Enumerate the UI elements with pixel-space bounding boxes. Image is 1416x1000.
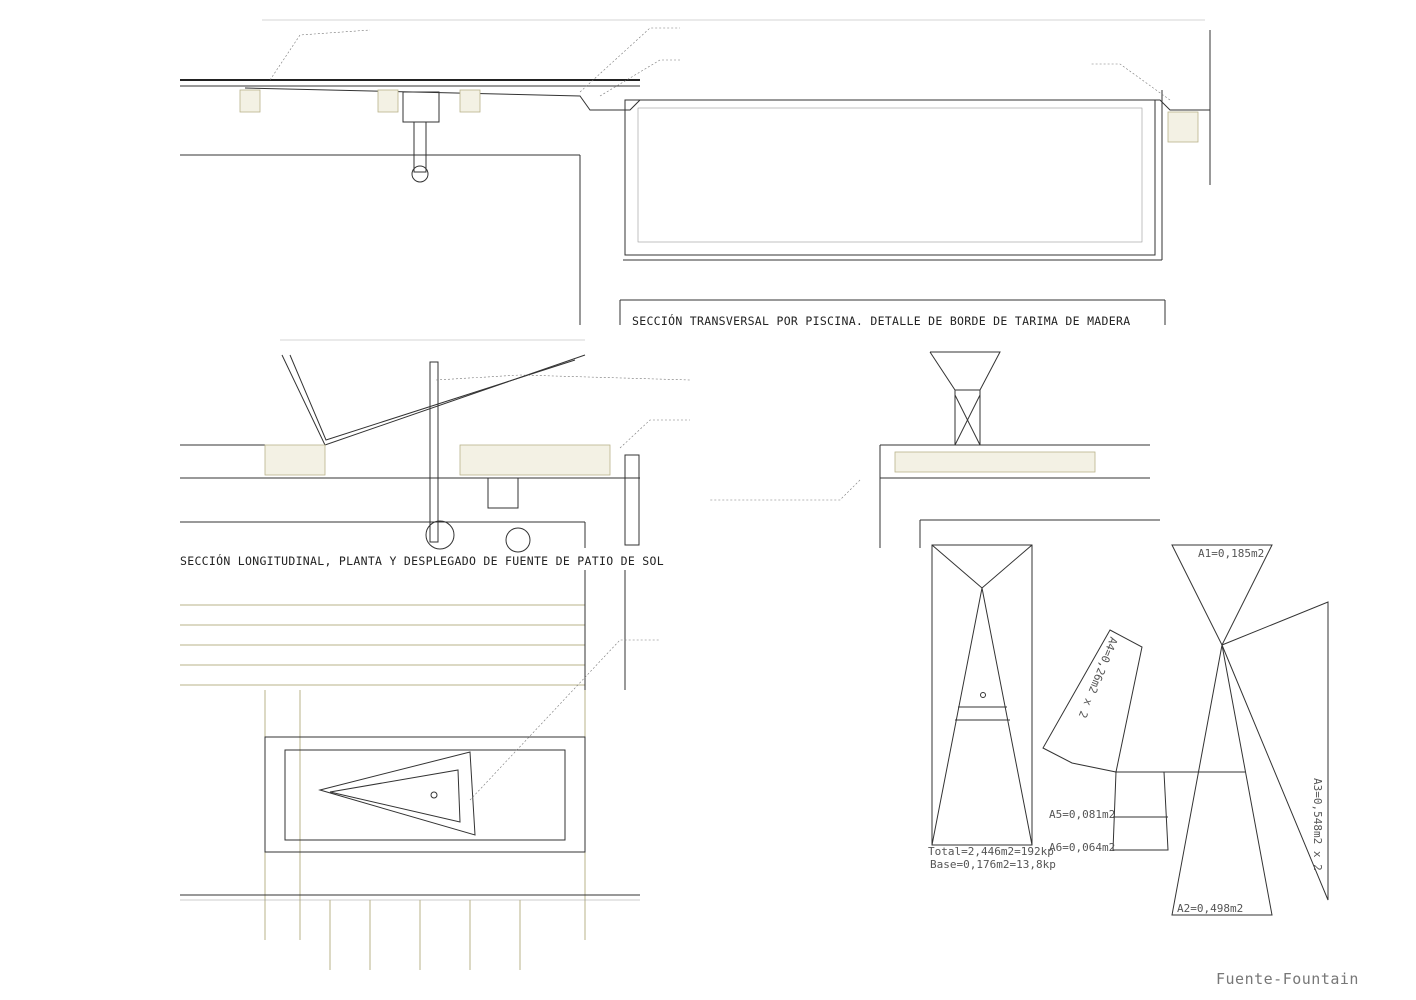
a3-area-label: A3=0,548m2 x 2 xyxy=(1311,778,1324,871)
total-area-label: Total=2,446m2=192kp xyxy=(928,845,1054,858)
pool-section-title: SECCIÓN TRANSVERSAL POR PISCINA. DETALLE… xyxy=(632,314,1131,328)
a5-area-label: A5=0,081m2 xyxy=(1049,808,1116,821)
a1-area-label: A1=0,185m2 xyxy=(1198,547,1265,560)
sheet-footer-label: Fuente-Fountain xyxy=(1216,970,1359,988)
base-area-label: Base=0,176m2=13,8kp xyxy=(930,858,1056,871)
a6-area-label: A6=0,064m2 xyxy=(1049,841,1116,854)
fountain-section-title: SECCIÓN LONGITUDINAL, PLANTA Y DESPLEGAD… xyxy=(180,554,664,568)
a2-area-label: A2=0,498m2 xyxy=(1177,902,1244,915)
fountain-plan xyxy=(180,570,660,970)
fountain-section xyxy=(180,339,1160,553)
fountain-unfolded xyxy=(931,544,1329,916)
pool-section-detail xyxy=(180,19,1211,325)
